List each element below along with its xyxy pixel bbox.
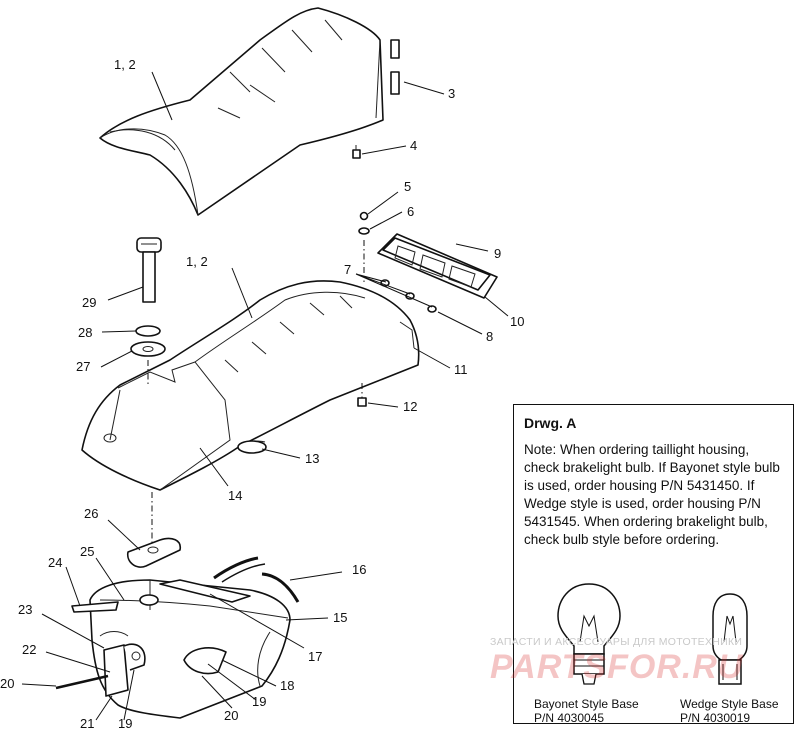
tank-cap-part [139,594,159,606]
body-screw-part [357,397,367,407]
washer-part [358,227,370,235]
nut-part [359,211,369,221]
callout-16: 16 [352,562,366,577]
callout-20-right: 20 [224,708,238,723]
callout-13: 13 [305,451,319,466]
bayonet-caption: Bayonet Style Base P/N 4030045 [534,697,639,725]
callout-28: 28 [78,325,92,340]
callout-3: 3 [448,86,455,101]
fuel-valve-part [99,631,146,697]
wedge-label: Wedge Style Base [680,697,779,711]
leader-lines [21,71,509,721]
taillight-housing-part [377,233,498,299]
taillight-lens-part [382,237,491,291]
callout-21: 21 [80,716,94,730]
fuel-filter-part [183,647,227,675]
seat-part [99,7,384,216]
callout-23: 23 [18,602,32,617]
callout-5: 5 [404,179,411,194]
callout-labels: 1, 2 3 4 5 6 1, 2 7 9 29 10 28 8 27 11 1… [0,57,524,730]
bayonet-part-number: P/N 4030045 [534,711,605,725]
callout-20-left: 20 [0,676,14,691]
tank-straps-part [213,556,300,603]
wedge-caption: Wedge Style Base P/N 4030019 [680,697,779,725]
tank-pad-part [159,579,251,603]
note-title: Drwg. A [524,415,577,431]
callout-11: 11 [454,362,468,377]
callout-22: 22 [22,642,36,657]
callout-12: 12 [403,399,417,414]
callout-7: 7 [344,262,351,277]
screw-part [352,145,361,159]
fuel-line-part [55,674,109,690]
callout-15: 15 [333,610,347,625]
callout-19-right: 19 [252,694,266,709]
wedge-bulb-icon [712,593,748,685]
bayonet-bulb-icon [557,583,621,685]
callout-17: 17 [308,649,322,664]
callout-24: 24 [48,555,62,570]
callout-27: 27 [76,359,90,374]
gasket-part [135,325,161,337]
callout-29: 29 [82,295,96,310]
callout-6: 6 [407,204,414,219]
callout-25: 25 [80,544,94,559]
plate-part [130,341,166,357]
drawing-a-note-box: Drwg. A Note: When ordering taillight ho… [513,404,794,725]
gas-cap-part [136,237,162,303]
callout-18: 18 [280,678,294,693]
callout-4: 4 [410,138,417,153]
tank-bracket-part [126,537,182,568]
hood-body-part [81,280,420,491]
callout-19-left: 19 [118,716,132,730]
note-text: Note: When ordering taillight housing, c… [524,442,780,547]
callout-1-2-seat: 1, 2 [114,57,136,72]
wedge-part-number: P/N 4030019 [680,711,751,725]
callout-26: 26 [84,506,98,521]
callout-1-2-body: 1, 2 [186,254,208,269]
bracket-part [390,39,400,95]
bayonet-label: Bayonet Style Base [534,697,639,711]
callout-14: 14 [228,488,242,503]
callout-8: 8 [486,329,493,344]
vent-tube-part [71,601,119,613]
callout-9: 9 [494,246,501,261]
callout-10: 10 [510,314,524,329]
grommet-part [237,440,267,454]
